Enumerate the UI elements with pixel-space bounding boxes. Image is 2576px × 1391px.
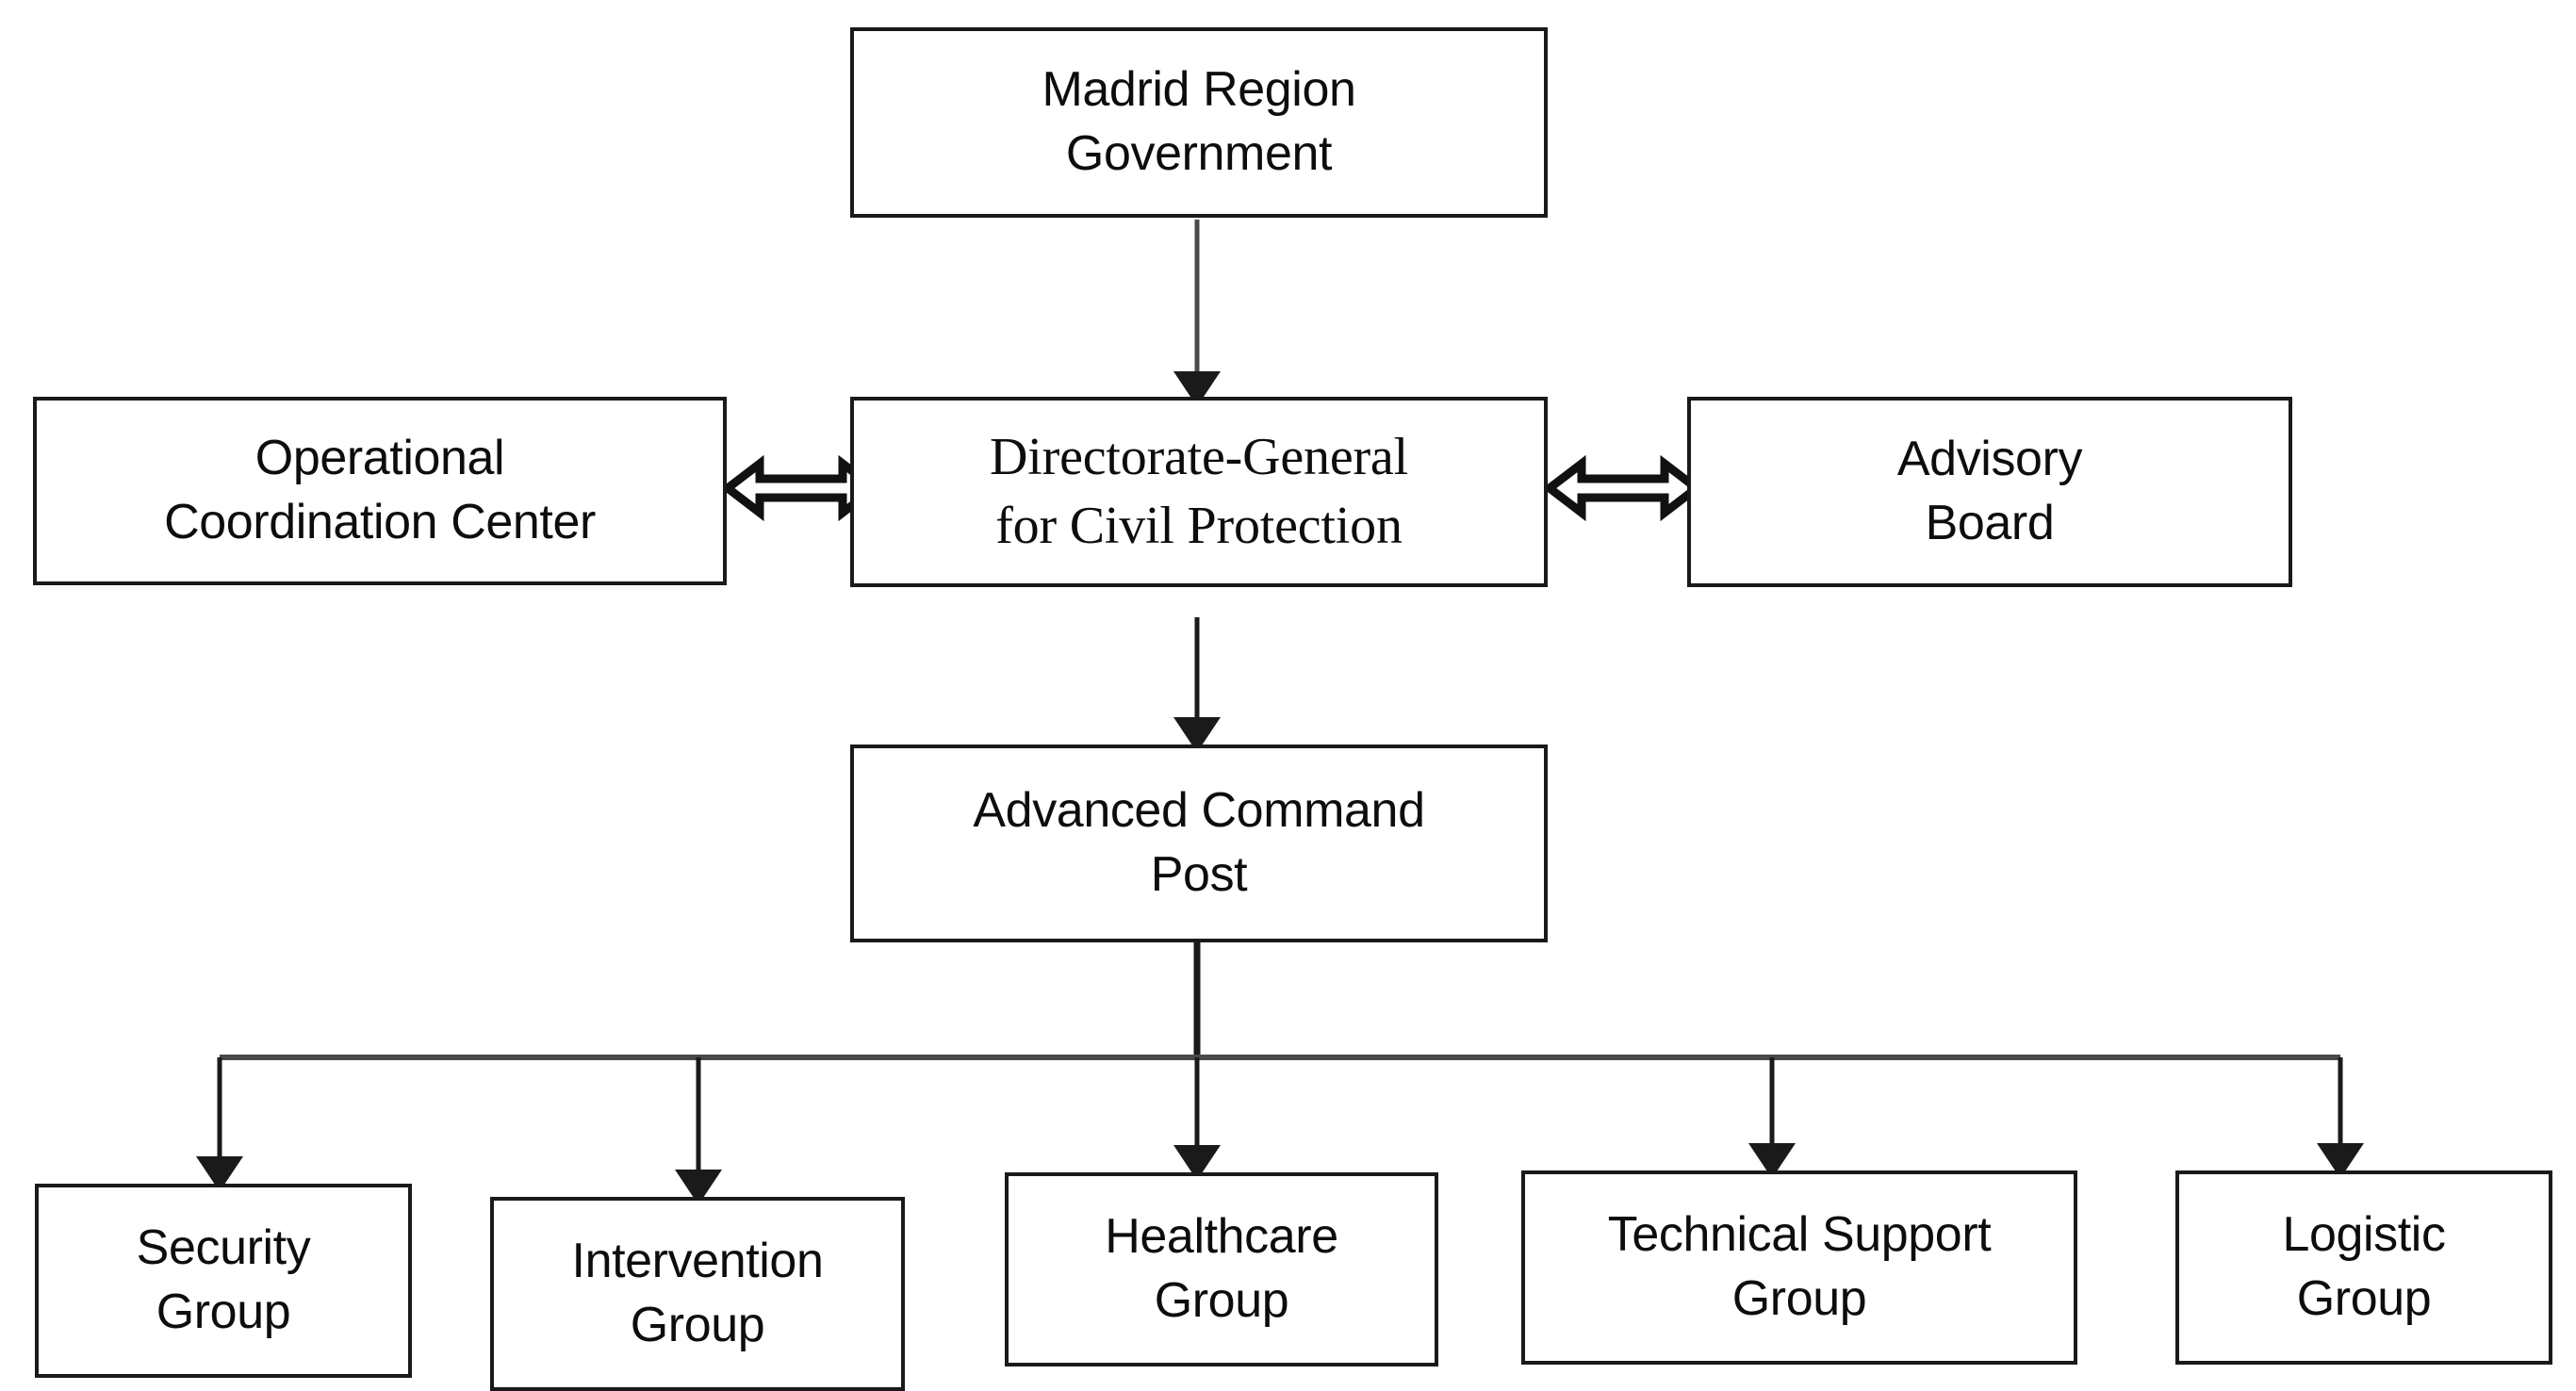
node-label: Directorate-General for Civil Protection [990, 428, 1408, 555]
node-advisory-board[interactable]: Advisory Board [1687, 397, 2292, 587]
node-operational-coordination-center[interactable]: Operational Coordination Center [33, 397, 727, 585]
node-label: Operational Coordination Center [164, 431, 596, 549]
node-label: Logistic Group [2282, 1207, 2446, 1326]
node-label: Advisory Board [1896, 432, 2083, 550]
node-directorate-general-for-civil-protection[interactable]: Directorate-General for Civil Protection [850, 397, 1548, 587]
node-technical-support-group[interactable]: Technical Support Group [1521, 1170, 2077, 1365]
node-label: Security Group [136, 1220, 311, 1339]
node-advanced-command-post[interactable]: Advanced Command Post [850, 745, 1548, 942]
node-intervention-group[interactable]: Intervention Group [490, 1197, 905, 1391]
node-label: Advanced Command Post [973, 783, 1425, 902]
node-label: Madrid Region Government [1042, 62, 1356, 181]
connector-command-post-bus [220, 942, 2340, 1060]
connector-directorate-to-advisory-board [1542, 454, 1704, 522]
node-label: Healthcare Group [1105, 1209, 1338, 1328]
node-logistic-group[interactable]: Logistic Group [2175, 1170, 2552, 1365]
node-label: Intervention Group [571, 1234, 824, 1352]
node-healthcare-group[interactable]: Healthcare Group [1005, 1172, 1438, 1366]
node-madrid-region-government[interactable]: Madrid Region Government [850, 27, 1548, 218]
node-security-group[interactable]: Security Group [35, 1184, 412, 1378]
node-label: Technical Support Group [1607, 1207, 1992, 1326]
